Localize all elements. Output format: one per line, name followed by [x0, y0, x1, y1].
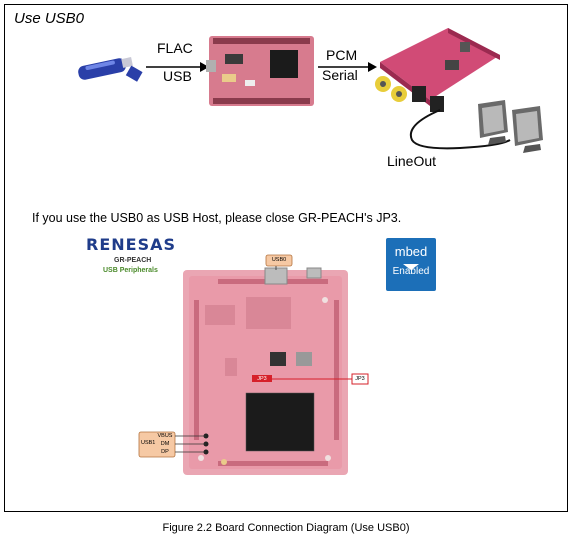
jp3-callout-box: [351, 373, 369, 385]
mbed-badge-title: mbed: [394, 244, 428, 259]
usb0-callout-box: [265, 254, 293, 267]
arrow-board-to-audio: [318, 62, 377, 72]
usb1-callout-box: [138, 431, 176, 458]
jp3-jumper: [252, 375, 272, 382]
renesas-logo: RENESAS: [86, 235, 176, 254]
vbus-label: VBUS: [157, 433, 173, 439]
lineout-label: LineOut: [387, 153, 437, 169]
gr-peach-board-small: [206, 36, 314, 106]
audio-board: [375, 28, 500, 112]
dm-label: DM: [160, 441, 170, 447]
dp-label: DP: [161, 449, 169, 455]
mbed-badge-subtitle: Enabled: [392, 266, 430, 277]
figure-caption: Figure 2.2 Board Connection Diagram (Use…: [162, 522, 410, 534]
lineout-cable: [409, 109, 511, 150]
link2-bottom-label: Serial: [322, 67, 358, 83]
usb1-label: USB1: [141, 440, 156, 446]
link1-bottom-label: USB: [163, 68, 192, 84]
link1-top-label: FLAC: [157, 40, 193, 56]
usb0-label: USB0: [271, 257, 287, 263]
arrow-usb-to-board: [146, 62, 209, 72]
usb-stick-icon: [78, 57, 143, 82]
link2-top-label: PCM: [326, 47, 358, 63]
speakers-icon: [478, 100, 543, 153]
mbed-badge-divider-icon: [403, 264, 419, 270]
section-title: Use USB0: [14, 10, 85, 27]
board-subtitle: USB Peripherals: [103, 267, 158, 274]
instruction-text: If you use the USB0 as USB Host, please …: [32, 211, 402, 225]
jp3-label: JP3: [355, 376, 365, 382]
gr-peach-board-large: [183, 267, 348, 475]
jp3-pin-label: JP3: [257, 376, 267, 382]
board-name: GR-PEACH: [114, 257, 152, 264]
mbed-enabled-badge: mbed Enabled: [386, 238, 436, 291]
